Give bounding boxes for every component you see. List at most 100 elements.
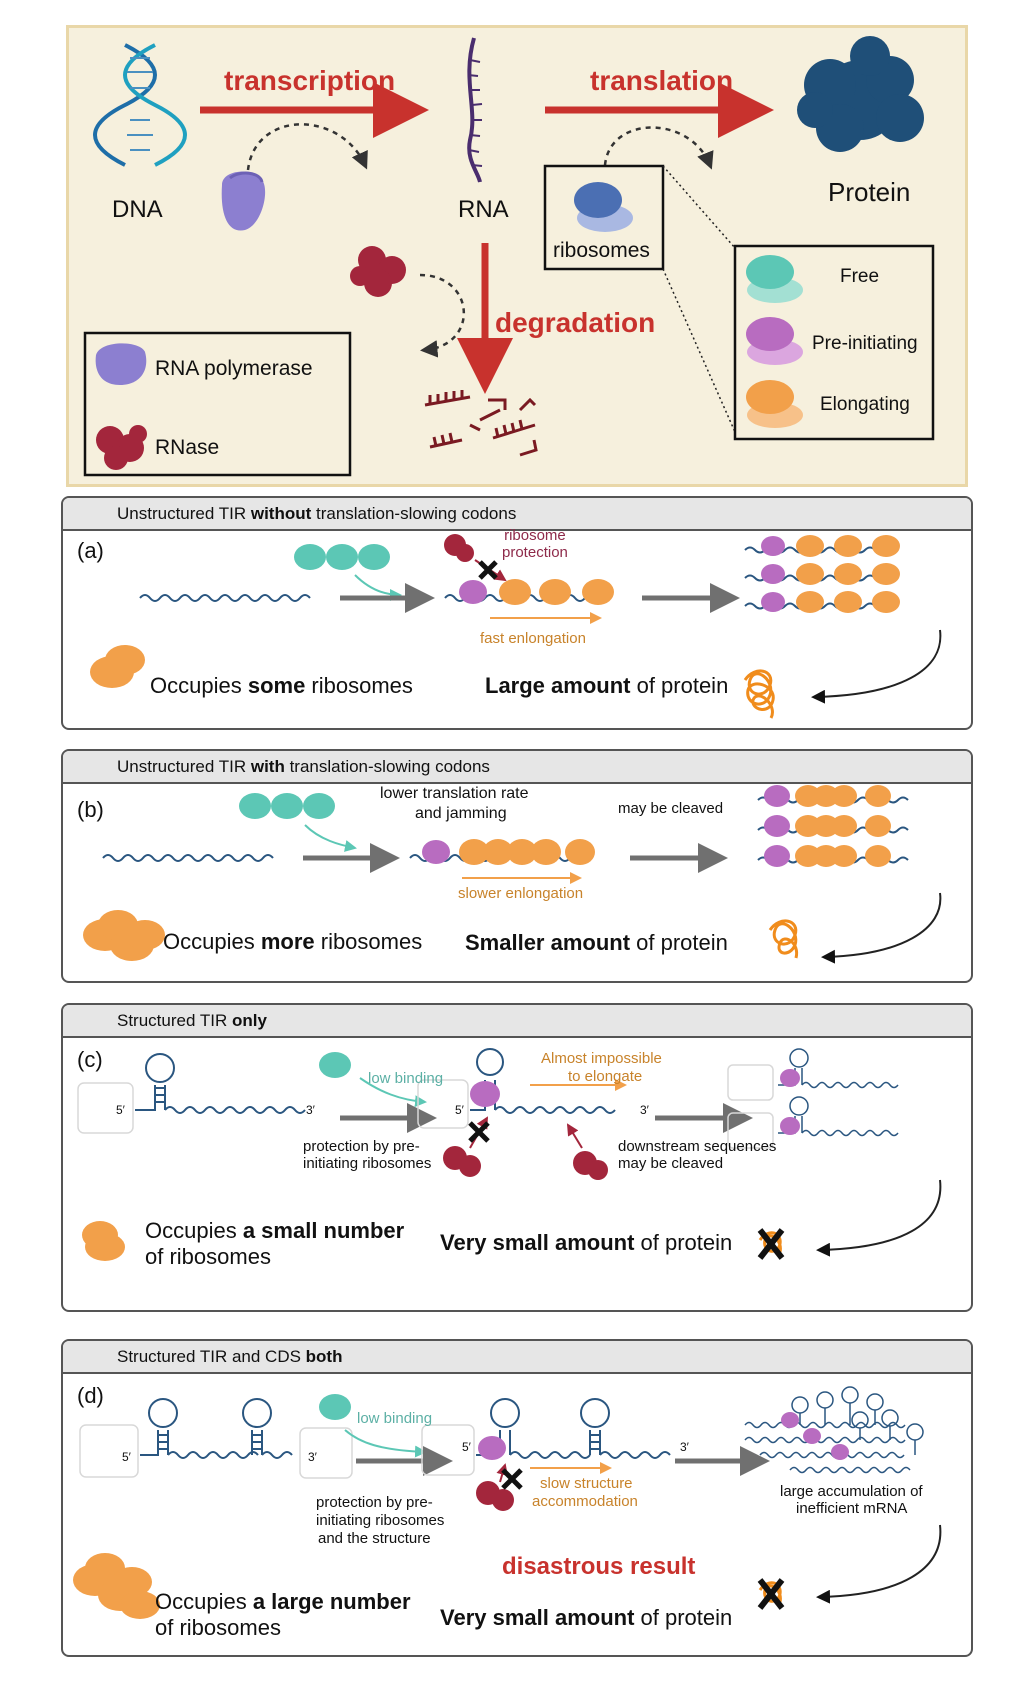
rnase-icon xyxy=(350,246,406,297)
jamming-label-2: and jamming xyxy=(415,805,507,822)
occupancy-ribosomes-icon-b xyxy=(83,910,165,961)
panel-a-header: Unstructured TIR without translation-slo… xyxy=(63,498,971,531)
panel-b-header: Unstructured TIR with translation-slowin… xyxy=(63,751,971,784)
rnase-icon-a xyxy=(444,534,474,562)
accumulation-label-2: inefficient mRNA xyxy=(796,1500,908,1517)
downstream-label-c2: may be cleaved xyxy=(618,1155,724,1172)
occupancy-ribosomes-icon-d xyxy=(73,1553,160,1619)
occupancy-label-d2: of ribosomes xyxy=(155,1615,281,1640)
preinit-ribosome-c xyxy=(470,1081,500,1107)
almost-impossible-label-2: to elongate xyxy=(568,1068,643,1085)
panel-a-title: Unstructured TIR without translation-slo… xyxy=(117,504,517,523)
rnase-attack-arrow-d xyxy=(496,1463,508,1483)
mrna-strand-a1 xyxy=(139,594,311,602)
rnase-dashed-arrow xyxy=(419,273,465,358)
result-arrow-c xyxy=(816,1179,942,1257)
binding-arrow-b xyxy=(304,824,357,852)
result-arrow-a xyxy=(811,629,942,704)
amount-label-a: Large amount of protein xyxy=(485,673,729,698)
degradation-label: degradation xyxy=(495,307,656,338)
degraded-rna-fragments-icon xyxy=(424,390,538,457)
mrna-accumulation-icon xyxy=(744,1386,924,1474)
three-prime-c1: 3′ xyxy=(306,1103,315,1117)
preinit-ribosome-a xyxy=(459,580,487,604)
accumulation-ribosomes-icon xyxy=(781,1412,849,1460)
downstream-label-c1: downstream sequences xyxy=(618,1138,777,1155)
zoom-line-top xyxy=(662,165,736,249)
ribosome-icon xyxy=(574,182,633,232)
ribosomes-box xyxy=(543,164,665,271)
structured-mrna-c1 xyxy=(135,1053,306,1114)
occupancy-ribosomes-icon-c xyxy=(82,1221,125,1261)
panel-d: Structured TIR and CDS both (d) xyxy=(61,1339,973,1657)
ribosome-states-box xyxy=(733,244,935,441)
rnase-icon-c1 xyxy=(443,1146,481,1177)
occupancy-label-b: Occupies more ribosomes xyxy=(163,929,423,954)
placeholder-box-d3 xyxy=(421,1424,475,1476)
legend-rnase-label: RNase xyxy=(155,436,220,459)
placeholder-box-d2 xyxy=(299,1427,353,1479)
placeholder-box-c2 xyxy=(417,1079,469,1129)
ribosome-dashed-arrow xyxy=(603,126,714,170)
fast-elongation-label: fast enlongation xyxy=(480,630,586,647)
panel-b-title: Unstructured TIR with translation-slowin… xyxy=(117,757,490,776)
disastrous-result-label: disastrous result xyxy=(502,1553,696,1580)
slow-structure-label-2: accommodation xyxy=(532,1493,638,1510)
protection-label-d2: initiating ribosomes xyxy=(316,1512,445,1529)
rna-polymerase-icon xyxy=(221,171,266,231)
occupancy-label-a: Occupies some ribosomes xyxy=(150,673,413,698)
blocked-x-icon-a xyxy=(478,560,498,580)
placeholder-box-c1 xyxy=(77,1082,134,1134)
five-prime-d2: 5′ xyxy=(462,1440,471,1454)
polysome-stack-a xyxy=(744,535,900,613)
elongating-ribosome-icon xyxy=(746,380,803,428)
protein-label: Protein xyxy=(828,177,911,207)
ribosome-protection-label: ribosome protection xyxy=(502,527,568,561)
occupancy-label-d1: Occupies a large number xyxy=(155,1589,411,1614)
dna-helix-icon xyxy=(93,43,187,167)
panel-c-header: Structured TIR only xyxy=(63,1005,971,1038)
transcription-label: transcription xyxy=(224,65,396,96)
occupancy-ribosomes-icon-a xyxy=(90,645,145,688)
rna-label: RNA xyxy=(458,196,509,223)
rnase-icon-c2 xyxy=(573,1151,608,1180)
placeholder-box-d1 xyxy=(79,1424,139,1478)
preinit-ribosome-b xyxy=(422,840,450,864)
rnase-icon-d xyxy=(476,1481,514,1511)
three-prime-d1: 3′ xyxy=(308,1450,317,1464)
blocked-x-icon-d xyxy=(501,1468,523,1490)
panel-d-title: Structured TIR and CDS both xyxy=(117,1347,343,1366)
occupancy-label-c1: Occupies a small number xyxy=(145,1218,405,1243)
jamming-label-1: lower translation rate xyxy=(380,785,529,802)
polymerase-dashed-arrow xyxy=(246,123,368,171)
preinitiating-ribosome-icon xyxy=(746,317,803,365)
protection-label-d3: and the structure xyxy=(318,1530,431,1547)
binding-arrow-a xyxy=(354,574,402,601)
free-ribosomes-b xyxy=(239,793,335,819)
polysome-stack-b xyxy=(757,785,909,867)
blocked-x-icon-c xyxy=(468,1121,490,1143)
amount-label-d: Very small amount of protein xyxy=(440,1605,733,1630)
protein-coil-icon-a xyxy=(743,669,775,719)
protein-fail-icon-c xyxy=(757,1228,785,1260)
panel-c: Structured TIR only (c) xyxy=(61,1003,973,1312)
panel-d-tag: (d) xyxy=(77,1383,104,1408)
structured-mrna-c3 xyxy=(727,1048,899,1149)
five-prime-c2: 5′ xyxy=(455,1103,464,1117)
jammed-ribosomes-b xyxy=(459,839,595,865)
dna-label: DNA xyxy=(112,196,163,223)
free-ribosome-c xyxy=(319,1052,351,1078)
slow-structure-label-1: slow structure xyxy=(540,1475,633,1492)
low-binding-label-c: low binding xyxy=(368,1070,444,1087)
preinit-ribosome-d xyxy=(478,1436,506,1460)
protection-label-c2: initiating ribosomes xyxy=(303,1155,432,1172)
state-preinitiating-label: Pre-initiating xyxy=(812,333,918,354)
five-prime-d1: 5′ xyxy=(122,1450,131,1464)
free-ribosomes-a xyxy=(294,544,390,570)
accumulation-label-1: large accumulation of xyxy=(780,1483,923,1500)
panel-c-tag: (c) xyxy=(77,1047,103,1072)
